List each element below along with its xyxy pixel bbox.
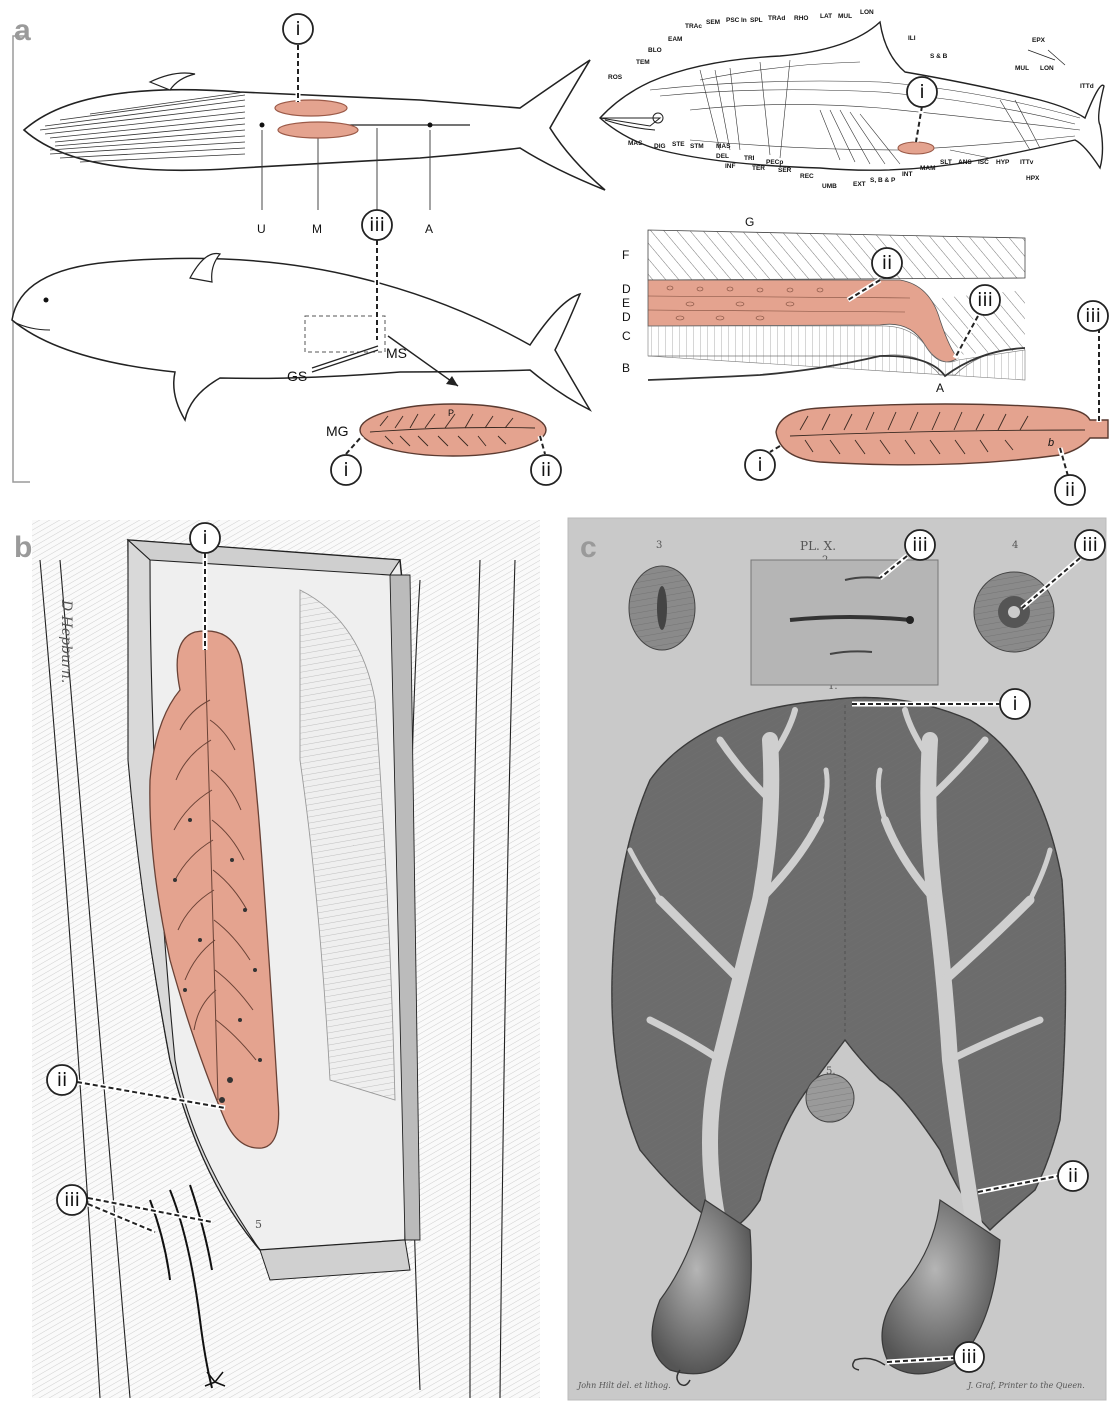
gland-letter-p: P xyxy=(448,408,454,418)
callout-label-ii-layers: ii xyxy=(882,252,893,274)
svg-text:TEM: TEM xyxy=(636,59,650,66)
callout-label-i-c: i xyxy=(1012,693,1017,715)
svg-text:S & B: S & B xyxy=(930,53,948,60)
panel-a: a U M N A xyxy=(12,9,1108,505)
callout-label-iii-layers: iii xyxy=(977,289,993,311)
svg-text:EAM: EAM xyxy=(668,36,682,43)
callout-label-i-porpoise-gland: i xyxy=(343,459,348,481)
plate-number: PL. X. xyxy=(800,539,836,553)
label-gs: GS xyxy=(287,368,307,384)
layer-d1: D xyxy=(622,282,631,296)
svg-text:LON: LON xyxy=(1040,65,1054,72)
label-mg: MG xyxy=(326,423,349,439)
callout-label-i-dolphin: i xyxy=(919,81,924,103)
callout-label-iii-b: iii xyxy=(64,1189,80,1211)
dolphin-muscle-diagram: TRAc SEM PSC In SPL TRAd RHO LAT MUL LON… xyxy=(600,9,1104,190)
label-a: A xyxy=(425,222,433,236)
svg-text:DIG: DIG xyxy=(654,143,666,150)
svg-text:SLT: SLT xyxy=(940,159,952,166)
svg-text:ILI: ILI xyxy=(908,35,916,42)
svg-text:REC: REC xyxy=(800,173,814,180)
layer-b: B xyxy=(622,361,630,375)
callout-label-i: i xyxy=(295,18,300,40)
svg-text:TER: TER xyxy=(752,165,765,172)
porpoise-drawing: GS MS xyxy=(12,254,590,421)
svg-text:TRAd: TRAd xyxy=(768,15,785,22)
svg-text:BLO: BLO xyxy=(648,47,662,54)
panel-a-bracket xyxy=(13,36,30,482)
svg-text:EXT: EXT xyxy=(853,181,866,188)
svg-text:LON: LON xyxy=(860,9,874,16)
svg-text:INF: INF xyxy=(725,163,736,170)
svg-text:ITTv: ITTv xyxy=(1020,159,1034,166)
rorqual-whale-drawing: U M N A xyxy=(24,60,605,236)
gland-letter-b: b xyxy=(1048,437,1054,449)
svg-text:MAS: MAS xyxy=(716,143,731,150)
callout-label-ii-porpoise-gland: ii xyxy=(541,459,552,481)
svg-text:PSC: PSC xyxy=(726,17,740,24)
panel-c: c PL. X. 3 2 4 1. 5. xyxy=(568,518,1106,1400)
callout-label-i-gland: i xyxy=(757,454,762,476)
svg-text:TRAc: TRAc xyxy=(685,23,702,30)
svg-text:RHO: RHO xyxy=(794,15,808,22)
svg-text:STE: STE xyxy=(672,141,685,148)
svg-text:UMB: UMB xyxy=(822,183,837,190)
callout-label-iii-porpoise: iii xyxy=(369,214,385,236)
dolphin-mammary-gland xyxy=(898,142,934,154)
label-m: M xyxy=(312,222,322,236)
panel-b-letter: b xyxy=(14,531,32,564)
callout-label-ii-c: ii xyxy=(1068,1165,1079,1187)
svg-text:ANS: ANS xyxy=(958,159,972,166)
callout-label-iii-c-fig4: iii xyxy=(1082,534,1098,556)
svg-text:STM: STM xyxy=(690,143,704,150)
tissue-layer-section: G F D E D D C B A xyxy=(622,215,1025,395)
panel-a-letter: a xyxy=(14,14,31,47)
svg-text:ISC: ISC xyxy=(978,159,989,166)
layer-c: C xyxy=(622,329,631,343)
svg-text:MAM: MAM xyxy=(920,165,936,172)
figure-number-5-b: 5 xyxy=(255,1218,262,1231)
svg-text:SEM: SEM xyxy=(706,19,720,26)
panel-b: b xyxy=(14,520,540,1398)
svg-text:HYP: HYP xyxy=(996,159,1010,166)
layer-a: A xyxy=(936,381,944,395)
fig-number-4: 4 xyxy=(1012,540,1018,551)
svg-text:HPX: HPX xyxy=(1026,175,1040,182)
layer-g: G xyxy=(745,215,754,229)
callout-label-ii-b: ii xyxy=(57,1069,68,1091)
svg-text:SPL: SPL xyxy=(750,17,763,24)
svg-text:ROS: ROS xyxy=(608,74,623,81)
svg-text:PECp: PECp xyxy=(766,159,783,166)
svg-text:TRI: TRI xyxy=(744,155,755,162)
layer-f: F xyxy=(622,248,629,262)
label-u: U xyxy=(257,222,266,236)
callout-label-iii-gland: iii xyxy=(1085,305,1101,327)
svg-text:EPX: EPX xyxy=(1032,37,1046,44)
callout-label-iii-c-teat: iii xyxy=(961,1346,977,1368)
label-ms: MS xyxy=(386,345,407,361)
mammary-gland-right xyxy=(278,122,358,138)
printer-credit: J. Graf, Printer to the Queen. xyxy=(966,1381,1085,1390)
svg-text:ITTd: ITTd xyxy=(1080,83,1094,90)
svg-text:S, B & P: S, B & P xyxy=(870,177,896,184)
mammary-gland-left xyxy=(275,100,347,116)
artist-signature: D Hepburn. xyxy=(58,599,74,683)
callout-label-i-b: i xyxy=(202,527,207,549)
svg-text:DEL: DEL xyxy=(716,153,729,160)
svg-text:MAS: MAS xyxy=(628,140,643,147)
svg-text:INT: INT xyxy=(902,171,913,178)
svg-text:In: In xyxy=(741,17,747,24)
svg-text:SER: SER xyxy=(778,167,792,174)
panel-c-letter: c xyxy=(580,531,597,564)
lithographer-credit: John Hilt del. et lithog. xyxy=(576,1381,671,1390)
svg-text:MUL: MUL xyxy=(838,13,852,20)
fig-number-3: 3 xyxy=(656,540,662,551)
callout-label-iii-c-fig2: iii xyxy=(912,534,928,556)
callout-label-ii-gland: ii xyxy=(1065,479,1076,501)
svg-text:LAT: LAT xyxy=(820,13,832,20)
svg-text:MUL: MUL xyxy=(1015,65,1029,72)
layer-e: E xyxy=(622,296,630,310)
